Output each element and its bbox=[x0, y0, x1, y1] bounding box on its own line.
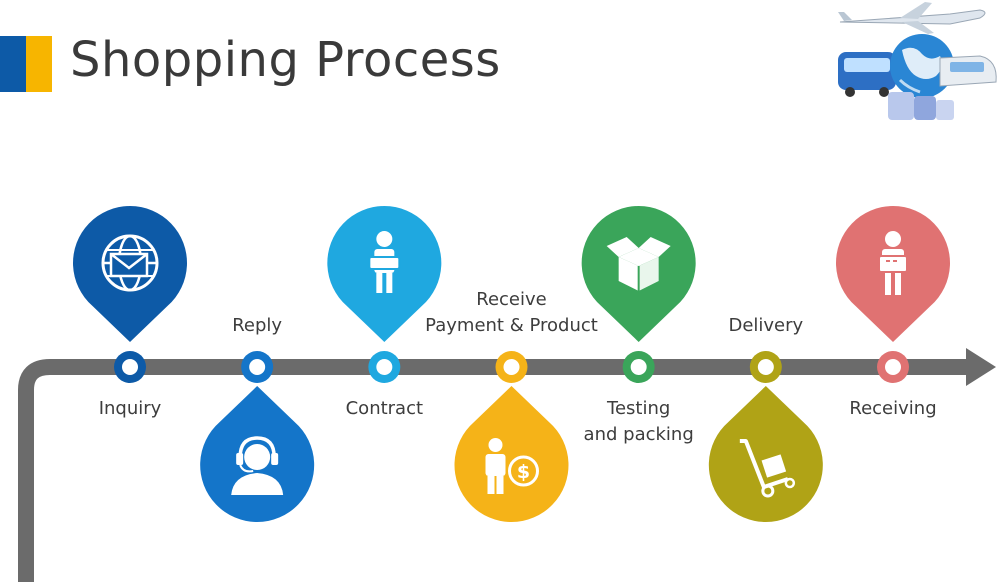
step-receiving bbox=[836, 206, 951, 383]
timeline-track bbox=[18, 348, 996, 582]
timeline-arrowhead bbox=[966, 348, 996, 386]
step-pin-receive bbox=[454, 386, 569, 522]
airplane-icon bbox=[838, 2, 986, 34]
step-reply bbox=[200, 351, 315, 522]
step-label-contract: Contract bbox=[345, 398, 424, 419]
businessman-dollar-icon: $ bbox=[485, 438, 539, 494]
step-contract bbox=[327, 206, 442, 383]
step-receive: $ bbox=[454, 351, 569, 522]
step-delivery bbox=[708, 351, 823, 522]
step-testing bbox=[581, 206, 696, 383]
train-icon bbox=[939, 55, 997, 87]
step-label-inquiry: Inquiry bbox=[98, 398, 162, 419]
svg-text:$: $ bbox=[517, 461, 530, 483]
globe-icon bbox=[890, 34, 954, 98]
open-box-icon bbox=[606, 237, 671, 291]
person-document-icon bbox=[368, 231, 401, 293]
person-parcel-icon bbox=[878, 231, 908, 295]
step-pin-contract bbox=[327, 206, 442, 342]
step-inquiry bbox=[73, 206, 188, 383]
title-accent-blue bbox=[0, 36, 26, 92]
page-title: Shopping Process bbox=[70, 32, 501, 88]
globe-mail-icon bbox=[101, 234, 159, 292]
step-pin-delivery bbox=[708, 386, 823, 522]
step-pin-receiving bbox=[836, 206, 951, 342]
step-label-reply: Reply bbox=[232, 315, 283, 336]
travel-illustration bbox=[838, 2, 997, 120]
hand-truck-icon bbox=[739, 439, 796, 498]
step-label-receiving: Receiving bbox=[849, 398, 937, 419]
title-accent-yellow bbox=[26, 36, 52, 92]
headset-agent-icon bbox=[231, 436, 284, 495]
luggage-icon bbox=[888, 92, 954, 120]
step-label-delivery: Delivery bbox=[728, 315, 804, 336]
bus-icon bbox=[838, 52, 896, 97]
